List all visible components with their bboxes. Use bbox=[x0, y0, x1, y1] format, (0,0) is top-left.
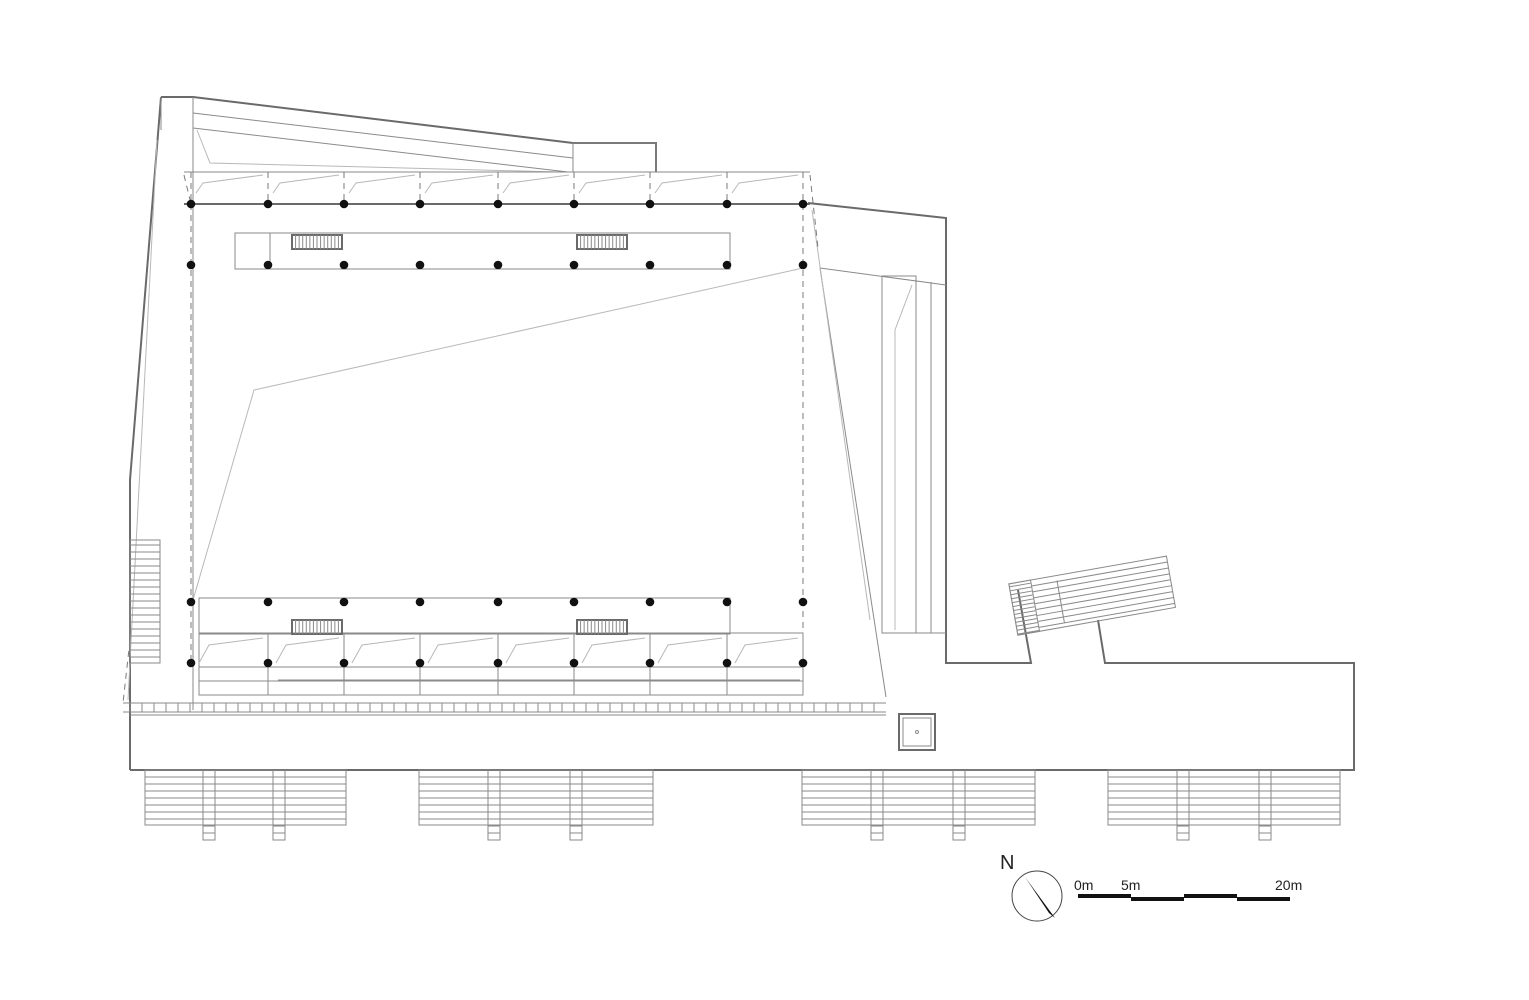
column bbox=[415, 260, 425, 270]
column bbox=[186, 199, 196, 209]
scale-label-0m: 0m bbox=[1074, 877, 1093, 893]
north-label: N bbox=[1000, 852, 1014, 874]
column bbox=[415, 199, 425, 209]
column bbox=[263, 658, 273, 668]
scale-bar: 0m 5m 20m bbox=[1074, 877, 1302, 901]
south-mezzanine bbox=[198, 597, 804, 696]
column bbox=[645, 658, 655, 668]
column bbox=[339, 199, 349, 209]
column bbox=[569, 260, 579, 270]
column bbox=[186, 597, 196, 607]
scale-label-5m: 5m bbox=[1121, 877, 1140, 893]
north-mezzanine bbox=[234, 232, 731, 270]
column bbox=[798, 658, 808, 668]
shaft bbox=[898, 713, 936, 751]
stair-south-2 bbox=[576, 619, 628, 635]
column bbox=[569, 658, 579, 668]
structural-columns bbox=[186, 199, 808, 668]
south-terraces bbox=[129, 703, 1341, 841]
north-pointer-icon bbox=[1025, 877, 1055, 918]
column bbox=[493, 260, 503, 270]
column bbox=[645, 260, 655, 270]
column bbox=[493, 199, 503, 209]
east-stair-block bbox=[1008, 555, 1177, 636]
column bbox=[722, 260, 732, 270]
column bbox=[263, 260, 273, 270]
column bbox=[722, 199, 732, 209]
stair-south-1 bbox=[291, 619, 343, 635]
stair-north-1 bbox=[291, 234, 343, 250]
column bbox=[186, 260, 196, 270]
column bbox=[186, 658, 196, 668]
column bbox=[645, 597, 655, 607]
north-arrow: N bbox=[1000, 852, 1063, 922]
building-outline bbox=[123, 96, 1355, 771]
column bbox=[339, 597, 349, 607]
column bbox=[493, 658, 503, 668]
column bbox=[645, 199, 655, 209]
west-stair bbox=[129, 539, 161, 664]
scale-label-20m: 20m bbox=[1275, 877, 1302, 893]
central-hall bbox=[122, 174, 819, 704]
column bbox=[722, 597, 732, 607]
column bbox=[569, 597, 579, 607]
column bbox=[415, 658, 425, 668]
column bbox=[263, 597, 273, 607]
column bbox=[415, 597, 425, 607]
column bbox=[493, 597, 503, 607]
column bbox=[722, 658, 732, 668]
north-roof-grid bbox=[184, 171, 810, 205]
column bbox=[798, 260, 808, 270]
column bbox=[339, 260, 349, 270]
column bbox=[263, 199, 273, 209]
column bbox=[798, 199, 808, 209]
column bbox=[339, 658, 349, 668]
column bbox=[569, 199, 579, 209]
stair-north-2 bbox=[576, 234, 628, 250]
column bbox=[798, 597, 808, 607]
